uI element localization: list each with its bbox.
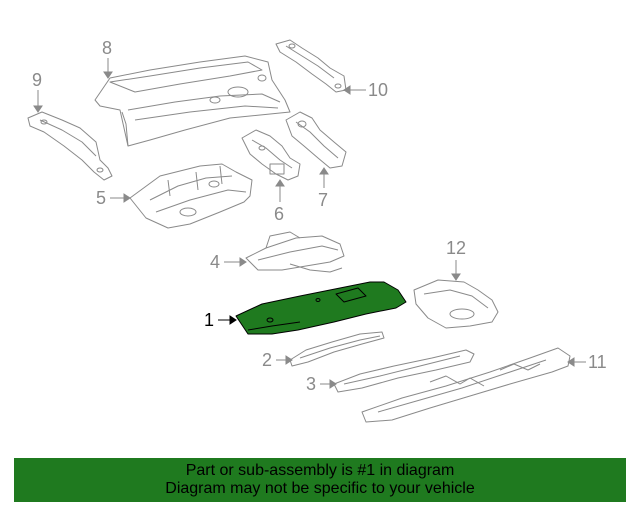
callout-12: 12: [446, 238, 466, 258]
part-2-sill-reinforcement[interactable]: [290, 332, 384, 366]
leader-line-2: [276, 355, 293, 365]
part-4-seat-cross-member[interactable]: [246, 232, 344, 272]
part-3-rocker-panel[interactable]: [334, 350, 474, 392]
leader-line-12: [451, 260, 461, 281]
leader-line-8: [103, 58, 113, 79]
callout-2: 2: [262, 350, 272, 370]
callout-11: 11: [588, 352, 607, 372]
part-11-side-sill[interactable]: [362, 348, 570, 422]
callout-10: 10: [368, 80, 388, 100]
callout-8: 8: [102, 38, 112, 58]
leader-line-9: [33, 90, 43, 113]
leader-line-7: [319, 167, 329, 188]
callout-7: 7: [318, 190, 328, 210]
part-12-rear-bracket[interactable]: [414, 280, 498, 328]
callout-5: 5: [96, 188, 106, 208]
leader-line-10: [343, 85, 366, 95]
callout-9: 9: [32, 70, 42, 90]
leader-line-6: [275, 179, 285, 202]
leader-line-11: [567, 357, 586, 367]
callout-1: 1: [204, 310, 214, 330]
part-10-cross-member[interactable]: [276, 40, 346, 92]
part-7-reinforcement[interactable]: [286, 112, 346, 168]
leader-line-4: [224, 257, 247, 267]
part-9-cross-member[interactable]: [28, 112, 112, 180]
banner-line-part-info: Part or sub-assembly is #1 in diagram: [185, 462, 455, 479]
callout-3: 3: [306, 374, 316, 394]
callout-4: 4: [210, 252, 220, 272]
leader-line-5: [110, 193, 131, 203]
leader-line-3: [320, 379, 337, 389]
leader-line-1: [218, 315, 237, 325]
parts-exploded-diagram: 1 2 3 4 5 6 7 8 9 10 11 12: [0, 38, 607, 450]
info-banner: Part or sub-assembly is #1 in diagram Di…: [14, 458, 626, 502]
banner-line-disclaimer: Diagram may not be specific to your vehi…: [165, 480, 475, 497]
part-6-bracket[interactable]: [242, 130, 300, 180]
part-1-floor-panel[interactable]: [236, 282, 406, 334]
callout-6: 6: [274, 204, 284, 224]
part-8-dash-panel[interactable]: [95, 56, 290, 146]
part-5-front-floor[interactable]: [130, 164, 252, 228]
